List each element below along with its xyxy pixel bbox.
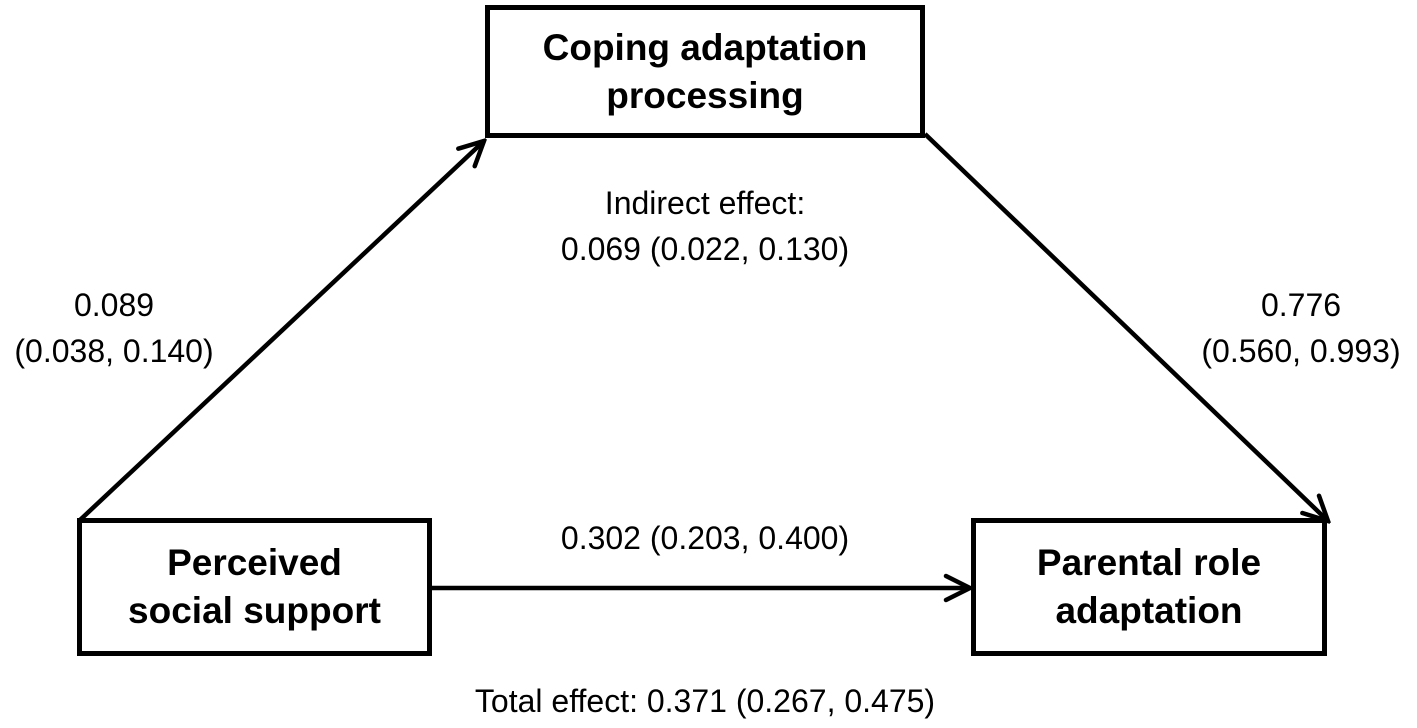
predictor-label-line1: Perceived — [167, 542, 342, 583]
indirect-effect-label: Indirect effect: 0.069 (0.022, 0.130) — [520, 180, 890, 272]
mediator-label-line2: processing — [606, 74, 804, 116]
path-a-value: 0.089 — [73, 287, 155, 323]
mediator-label-line1: Coping adaptation — [542, 26, 868, 68]
mediator-box: Coping adaptation processing — [485, 5, 925, 138]
outcome-label-line2: adaptation — [1055, 590, 1243, 631]
direct-effect-value: 0.302 (0.203, 0.400) — [560, 520, 850, 556]
path-a-ci: (0.038, 0.140) — [14, 333, 214, 369]
path-b-ci: (0.560, 0.993) — [1201, 333, 1401, 369]
path-a-label: 0.089 (0.038, 0.140) — [0, 282, 228, 374]
arrow-b-path — [923, 132, 1328, 521]
outcome-label-line1: Parental role — [1036, 542, 1262, 583]
predictor-label-line2: social support — [128, 590, 381, 631]
direct-effect-label: 0.302 (0.203, 0.400) — [500, 515, 910, 561]
total-effect-label: Total effect: 0.371 (0.267, 0.475) — [420, 678, 990, 724]
total-effect-value: Total effect: 0.371 (0.267, 0.475) — [474, 683, 936, 719]
arrow-a-path — [78, 141, 484, 522]
predictor-box: Perceived social support — [77, 518, 432, 656]
path-b-value: 0.776 — [1260, 287, 1342, 323]
indirect-effect-heading: Indirect effect: — [604, 185, 806, 221]
indirect-effect-value: 0.069 (0.022, 0.130) — [560, 231, 850, 267]
path-b-label: 0.776 (0.560, 0.993) — [1185, 282, 1417, 374]
outcome-box: Parental role adaptation — [971, 518, 1327, 656]
